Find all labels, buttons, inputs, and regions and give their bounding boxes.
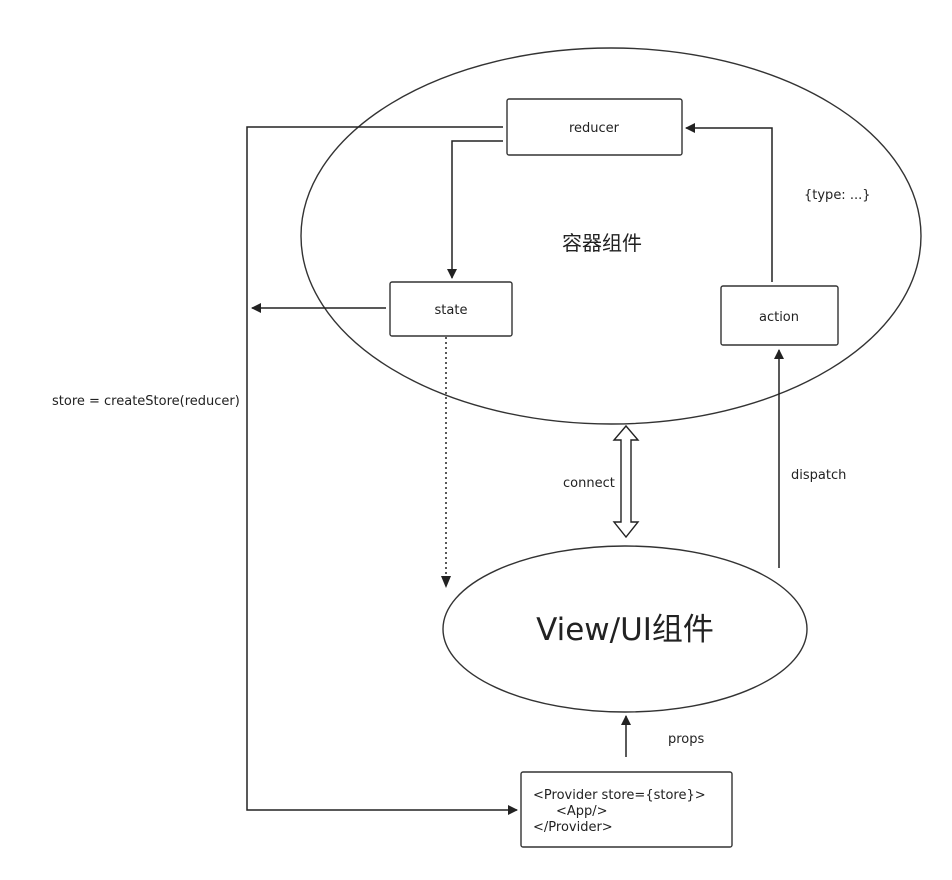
action-box (720, 285, 839, 346)
container-component-label: 容器组件 (562, 231, 642, 255)
connect-label: connect (563, 476, 615, 491)
state-label: state (435, 303, 468, 318)
provider-line-1: <Provider store={store}> (533, 788, 706, 803)
action-label: action (759, 310, 799, 325)
provider-line-2: <App/> (556, 804, 608, 819)
reducer-label: reducer (569, 121, 620, 136)
type-label: {type: ...} (804, 188, 871, 203)
view-component-ellipse (442, 545, 808, 713)
reducer-to-state-arrow (447, 140, 503, 279)
action-to-reducer-arrow (685, 123, 773, 282)
store-label: store = createStore(reducer) (52, 394, 240, 409)
provider-box (520, 771, 733, 848)
store-line-arrow (246, 126, 518, 815)
state-to-view-arrowhead (441, 576, 451, 588)
state-box (389, 281, 513, 337)
dispatch-label: dispatch (791, 468, 846, 483)
connect-double-arrow (612, 424, 640, 539)
props-label: props (668, 732, 705, 747)
provider-line-3: </Provider> (533, 820, 613, 835)
view-component-label: View/UI组件 (536, 612, 714, 648)
reducer-box (506, 98, 683, 156)
